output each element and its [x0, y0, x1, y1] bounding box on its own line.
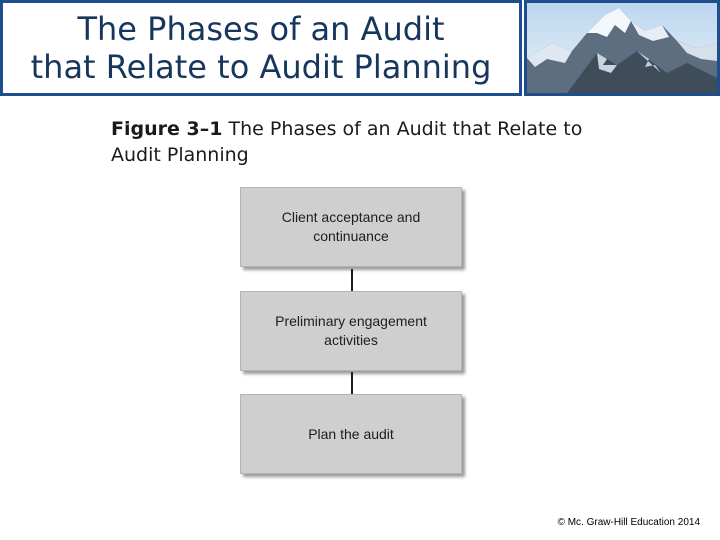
connector-line: [351, 372, 353, 394]
figure-number: Figure 3–1: [111, 118, 223, 140]
figure-title: The Phases of an Audit that Relate to Au…: [111, 118, 583, 166]
copyright-notice: © Mc. Graw-Hill Education 2014: [557, 517, 700, 528]
title-bar: The Phases of an Audit that Relate to Au…: [0, 0, 522, 96]
phase-label: Client acceptance and continuance: [281, 209, 421, 244]
phase-label: Plan the audit: [308, 425, 394, 442]
title-line-1: The Phases of an Audit: [77, 10, 445, 48]
slide-title: The Phases of an Audit that Relate to Au…: [31, 10, 492, 86]
title-line-2: that Relate to Audit Planning: [30, 48, 492, 86]
mountain-illustration: [527, 8, 717, 93]
phase-box-plan-the-audit: Plan the audit: [240, 394, 462, 474]
phase-box-client-acceptance: Client acceptance and continuance: [240, 187, 462, 267]
figure-caption: Figure 3–1 The Phases of an Audit that R…: [111, 116, 611, 168]
phase-box-preliminary-engagement: Preliminary engagement activities: [240, 291, 462, 371]
connector-line: [351, 269, 353, 291]
mountain-image: [524, 0, 720, 96]
phase-label: Preliminary engagement activities: [275, 313, 427, 348]
